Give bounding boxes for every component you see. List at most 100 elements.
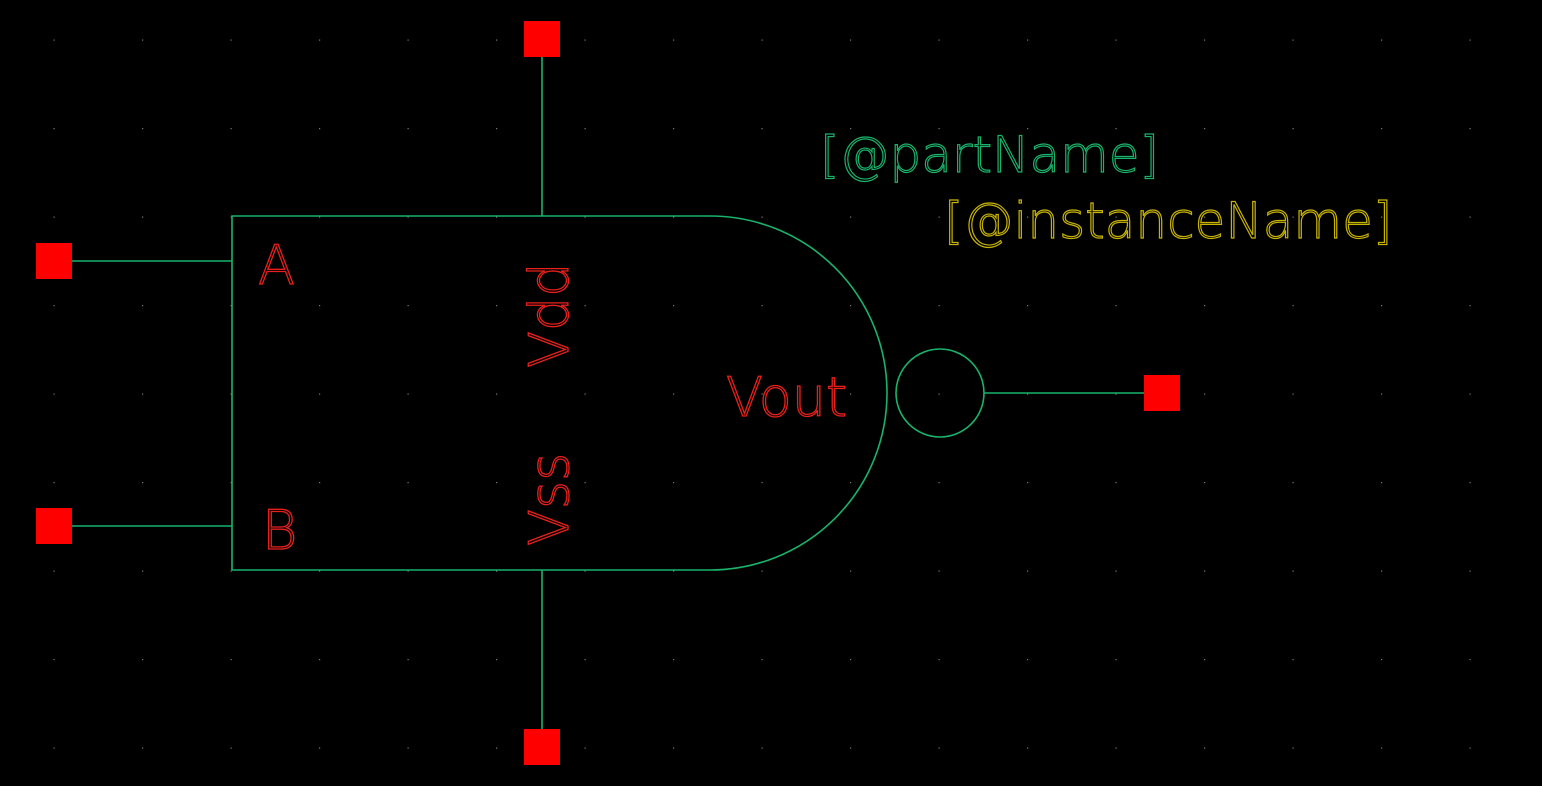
grid-dot: [496, 393, 498, 395]
grid-dot: [584, 305, 586, 307]
grid-dot: [1292, 747, 1294, 749]
grid-dot: [53, 570, 55, 572]
grid-dot: [850, 747, 852, 749]
grid-dot: [584, 659, 586, 661]
grid-dot: [761, 747, 763, 749]
red-square-pin-icon[interactable]: [1144, 375, 1180, 411]
grid-dot: [761, 128, 763, 130]
grid-dot: [1027, 216, 1029, 218]
grid-dot: [496, 305, 498, 307]
grid-dot: [1292, 482, 1294, 484]
grid-dot: [319, 747, 321, 749]
grid-dot: [407, 393, 409, 395]
grid-dot: [496, 128, 498, 130]
grid-dot: [1027, 659, 1029, 661]
grid-dot: [142, 747, 144, 749]
grid-dot: [584, 216, 586, 218]
grid-dot: [319, 393, 321, 395]
grid-dot: [1027, 305, 1029, 307]
grid-dot: [1469, 216, 1471, 218]
symbol-body: [72, 56, 1146, 730]
grid-dot: [142, 482, 144, 484]
pin-label-vdd: Vdd: [518, 263, 581, 369]
grid-dot: [938, 393, 940, 395]
grid-dot: [1469, 482, 1471, 484]
grid-dot: [673, 128, 675, 130]
grid-dot: [496, 570, 498, 572]
grid-dot: [584, 482, 586, 484]
grid-dot: [1115, 659, 1117, 661]
grid-dot: [1115, 216, 1117, 218]
grid-dot: [1469, 393, 1471, 395]
grid-dot: [938, 305, 940, 307]
grid-dot: [938, 747, 940, 749]
grid-dot: [1204, 659, 1206, 661]
grid-dot: [53, 216, 55, 218]
grid-dot: [1204, 570, 1206, 572]
grid-dot: [1469, 747, 1471, 749]
red-square-pin-icon[interactable]: [36, 508, 72, 544]
grid-dot: [319, 305, 321, 307]
grid-dot: [1115, 482, 1117, 484]
grid-dot: [319, 216, 321, 218]
grid-dot: [1027, 570, 1029, 572]
grid-dot: [938, 39, 940, 41]
grid-dot: [850, 393, 852, 395]
grid-dot: [673, 482, 675, 484]
pin-label-b: B: [262, 499, 297, 562]
grid-dot: [230, 39, 232, 41]
grid-dot: [496, 747, 498, 749]
grid-dot: [1381, 216, 1383, 218]
grid-dot: [496, 659, 498, 661]
grid-dot: [584, 570, 586, 572]
grid-dot: [53, 747, 55, 749]
grid-dot: [496, 216, 498, 218]
grid-dot: [1381, 393, 1383, 395]
grid-dot: [938, 128, 940, 130]
grid-dot: [1381, 128, 1383, 130]
red-square-pin-icon[interactable]: [524, 21, 560, 57]
grid-dot: [53, 305, 55, 307]
grid-dot: [1292, 128, 1294, 130]
grid-dot: [673, 747, 675, 749]
grid-dot: [850, 659, 852, 661]
grid-dot: [230, 216, 232, 218]
grid-dot: [1292, 305, 1294, 307]
grid-dot: [584, 128, 586, 130]
grid-dot: [850, 39, 852, 41]
grid-dot: [1381, 570, 1383, 572]
grid-dot: [938, 482, 940, 484]
grid-dot: [1292, 570, 1294, 572]
grid-dot: [1115, 305, 1117, 307]
grid-dot: [1204, 216, 1206, 218]
grid-dot: [1381, 659, 1383, 661]
grid-dot: [142, 128, 144, 130]
grid-dot: [230, 747, 232, 749]
grid-dot: [1115, 128, 1117, 130]
grid-dot: [1381, 747, 1383, 749]
grid-dot: [938, 659, 940, 661]
grid-dot: [938, 216, 940, 218]
grid-dot: [142, 659, 144, 661]
grid-dot: [850, 482, 852, 484]
grid-dot: [53, 482, 55, 484]
grid-dot: [761, 659, 763, 661]
grid-dot: [1204, 39, 1206, 41]
red-square-pin-icon[interactable]: [36, 243, 72, 279]
grid-dot: [230, 393, 232, 395]
grid-dot: [230, 570, 232, 572]
grid-dot: [850, 216, 852, 218]
red-square-pin-icon[interactable]: [524, 729, 560, 765]
grid-dot: [230, 482, 232, 484]
grid-dot: [673, 570, 675, 572]
pin-label-vss: Vss: [518, 453, 581, 546]
grid-dot: [761, 570, 763, 572]
grid-dot: [1027, 39, 1029, 41]
grid-dot: [407, 305, 409, 307]
grid-dot: [496, 39, 498, 41]
grid-dot: [673, 393, 675, 395]
grid-dot: [53, 39, 55, 41]
grid-dot: [230, 128, 232, 130]
grid-dot: [142, 39, 144, 41]
